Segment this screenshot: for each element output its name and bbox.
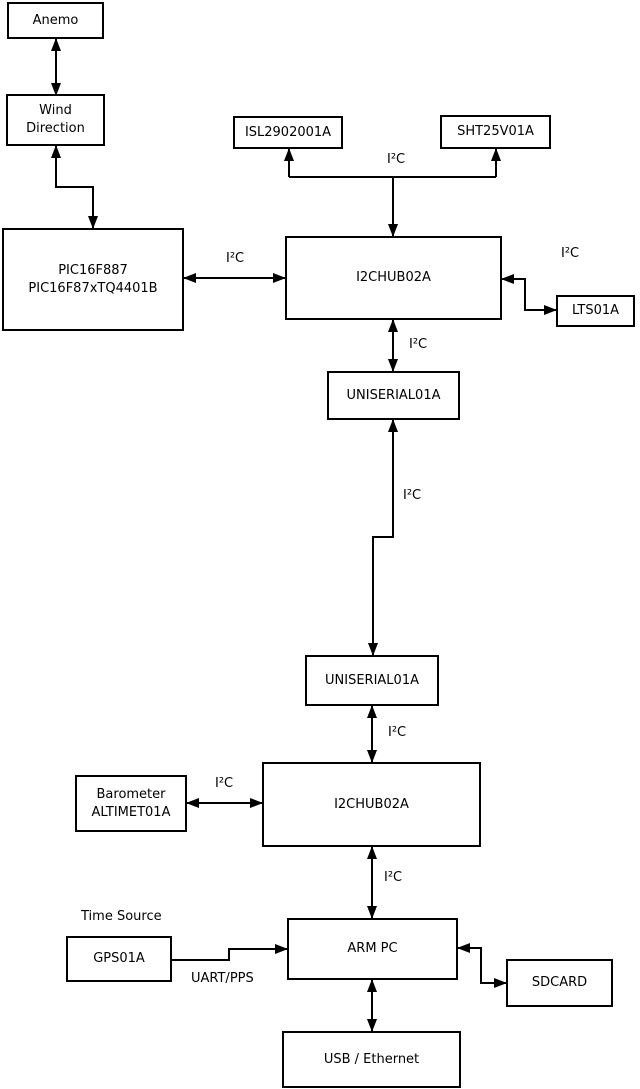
node-i2c-hub-2: I2CHUB02A bbox=[262, 762, 481, 847]
annotation-time-source: Time Source bbox=[81, 909, 162, 924]
node-uniserial-1: UNISERIAL01A bbox=[327, 371, 460, 420]
bus-label-hub2-armpc: I²C bbox=[384, 870, 403, 885]
node-isl-sensor: ISL2902001A bbox=[233, 116, 343, 149]
node-usb-ethernet: USB / Ethernet bbox=[282, 1031, 461, 1088]
node-anemo: Anemo bbox=[7, 2, 104, 39]
node-i2c-hub-1-label: I2CHUB02A bbox=[356, 270, 431, 286]
node-usb-ethernet-label: USB / Ethernet bbox=[323, 1051, 420, 1067]
node-gps-label: GPS01A bbox=[93, 951, 145, 967]
node-barometer: Barometer ALTIMET01A bbox=[75, 775, 187, 832]
node-barometer-label-1: Barometer bbox=[96, 786, 166, 802]
bus-label-hub1-top-sensors: I²C bbox=[387, 152, 406, 167]
node-sdcard-label: SDCARD bbox=[531, 975, 588, 991]
bus-label-uniserial2-hub2: I²C bbox=[388, 725, 407, 740]
node-i2c-hub-1: I2CHUB02A bbox=[285, 236, 502, 320]
node-wind-direction: Wind Direction bbox=[6, 94, 105, 146]
edge-wind-direction-pic bbox=[51, 145, 98, 229]
bus-label-hub1-uniserial1: I²C bbox=[409, 337, 428, 352]
bus-label-gps-armpc: UART/PPS bbox=[191, 971, 254, 986]
node-anemo-label: Anemo bbox=[32, 12, 79, 28]
node-arm-pc: ARM PC bbox=[287, 918, 458, 980]
edge-i2c-hub-1-lts bbox=[501, 274, 557, 315]
node-arm-pc-label: ARM PC bbox=[347, 941, 398, 957]
node-uniserial-1-label: UNISERIAL01A bbox=[346, 387, 441, 403]
node-sht-sensor: SHT25V01A bbox=[440, 115, 551, 149]
edge-gps-arm-pc bbox=[172, 944, 288, 961]
node-gps: GPS01A bbox=[66, 936, 172, 982]
node-barometer-label-2: ALTIMET01A bbox=[91, 804, 171, 820]
edge-arm-pc-sdcard bbox=[457, 943, 507, 988]
node-sht-sensor-label: SHT25V01A bbox=[457, 124, 534, 140]
node-wind-direction-label-1: Wind bbox=[39, 103, 72, 119]
bus-label-uniserial1-uniserial2: I²C bbox=[403, 488, 422, 503]
bus-label-pic-hub1: I²C bbox=[226, 251, 245, 266]
node-lts-sensor: LTS01A bbox=[556, 295, 635, 327]
node-wind-direction-label-2: Direction bbox=[26, 121, 85, 136]
node-uniserial-2-label: UNISERIAL01A bbox=[325, 672, 419, 688]
node-lts-sensor-label: LTS01A bbox=[571, 303, 620, 319]
node-isl-sensor-label: ISL2902001A bbox=[244, 124, 332, 140]
node-uniserial-2: UNISERIAL01A bbox=[305, 655, 439, 706]
bus-label-hub1-lts: I²C bbox=[561, 246, 580, 261]
node-pic-mcu-label-2: PIC16F87xTQ4401B bbox=[28, 280, 158, 296]
node-pic-mcu-label-1: PIC16F887 bbox=[58, 262, 128, 278]
node-i2c-hub-2-label: I2CHUB02A bbox=[334, 796, 409, 812]
edge-uniserial-1-uniserial-2 bbox=[368, 419, 398, 656]
bus-label-barometer-hub2: I²C bbox=[215, 776, 234, 791]
node-sdcard: SDCARD bbox=[506, 959, 613, 1007]
node-pic-mcu: PIC16F887 PIC16F87xTQ4401B bbox=[2, 228, 184, 331]
